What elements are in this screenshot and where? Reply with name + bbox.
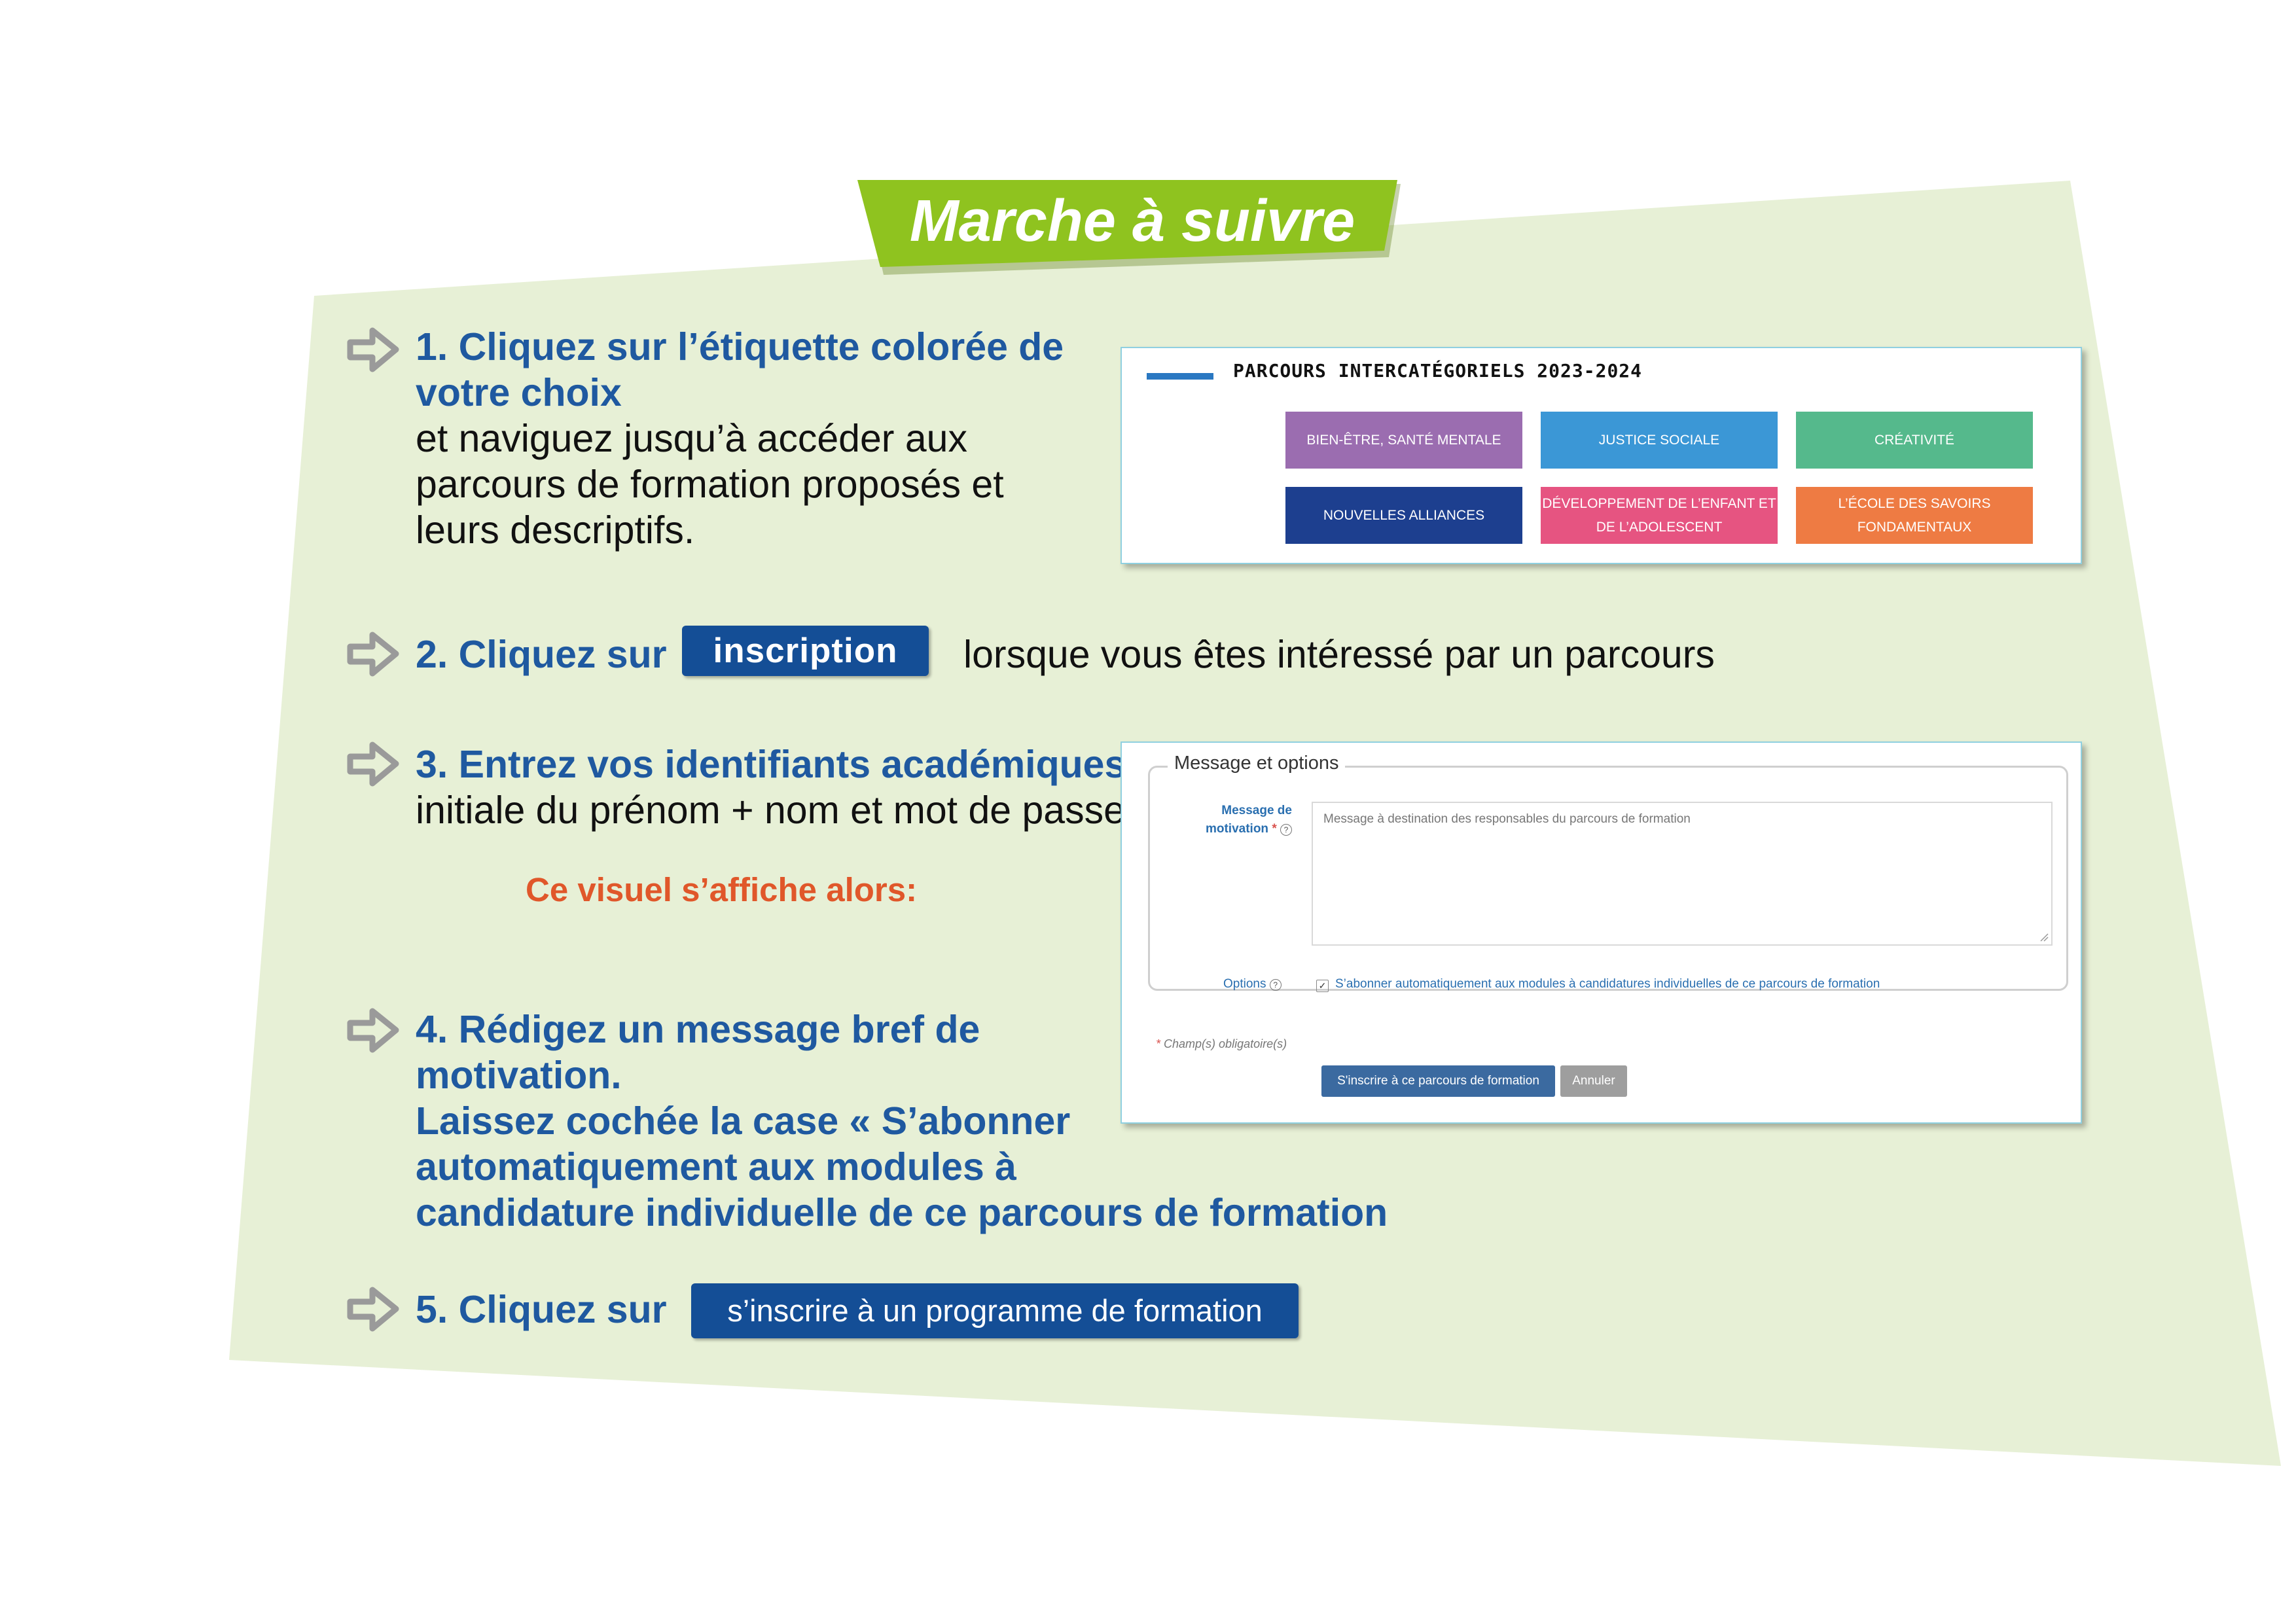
required-mark: * bbox=[1272, 822, 1277, 836]
step-3-body: initiale du prénom + nom et mot de passe… bbox=[416, 789, 1136, 832]
step-1: 1. Cliquez sur l’étiquette colorée de vo… bbox=[416, 324, 1064, 553]
step-1-heading-line2: votre choix bbox=[416, 371, 622, 414]
message-form-screenshot: Message et options Message de motivation… bbox=[1121, 741, 2082, 1124]
arrow-right-icon bbox=[347, 327, 399, 372]
step-3: 3. Entrez vos identifiants académiques: … bbox=[416, 741, 1139, 833]
textarea-placeholder: Message à destination des responsables d… bbox=[1323, 812, 1691, 826]
step-1-body-line2: parcours de formation proposés et bbox=[416, 463, 1004, 506]
tag-justice-sociale[interactable]: JUSTICE SOCIALE bbox=[1541, 412, 1778, 469]
motivation-textarea[interactable]: Message à destination des responsables d… bbox=[1312, 802, 2053, 946]
step-4-line2: motivation. bbox=[416, 1054, 622, 1097]
tag-nouvelles-alliances[interactable]: NOUVELLES ALLIANCES bbox=[1285, 487, 1522, 544]
resize-grip-icon[interactable] bbox=[2038, 931, 2049, 942]
fieldset-legend: Message et options bbox=[1168, 753, 1346, 774]
step-4-line5: candidature individuelle de ce parcours … bbox=[416, 1191, 1388, 1234]
message-fieldset bbox=[1148, 766, 2068, 991]
tag-developpement-enfant[interactable]: DÉVELOPPEMENT DE L’ENFANT ET DE L’ADOLES… bbox=[1541, 487, 1778, 544]
step-1-body-line1: et naviguez jusqu’à accéder aux bbox=[416, 417, 967, 460]
cancel-button[interactable]: Annuler bbox=[1560, 1065, 1627, 1097]
subscribe-checkbox[interactable]: ✓ bbox=[1316, 980, 1329, 992]
required-note: * Champ(s) obligatoire(s) bbox=[1156, 1037, 1287, 1050]
help-icon[interactable]: ? bbox=[1269, 979, 1282, 991]
step-1-heading-line1: 1. Cliquez sur l’étiquette colorée de bbox=[416, 325, 1064, 368]
parcours-title: PARCOURS INTERCATÉGORIELS 2023-2024 bbox=[1233, 360, 1643, 382]
tag-creativite[interactable]: CRÉATIVITÉ bbox=[1796, 412, 2033, 469]
tag-bien-etre[interactable]: BIEN-ÊTRE, SANTÉ MENTALE bbox=[1285, 412, 1522, 469]
tag-ecole-savoirs[interactable]: L’ÉCOLE DES SAVOIRS FONDAMENTAUX bbox=[1796, 487, 2033, 544]
step-5-heading: 5. Cliquez sur bbox=[416, 1288, 667, 1331]
page-title: Marche à suivre bbox=[909, 188, 1355, 254]
title-banner bbox=[857, 180, 1401, 275]
step-2-heading: 2. Cliquez sur bbox=[416, 633, 667, 676]
options-label: Options ? bbox=[1223, 977, 1282, 991]
step-4-line3: Laissez cochée la case « S’abonner bbox=[416, 1099, 1071, 1143]
title-accent-bar bbox=[1147, 373, 1213, 380]
parcours-screenshot: PARCOURS INTERCATÉGORIELS 2023-2024 BIEN… bbox=[1121, 347, 2082, 564]
inscription-button[interactable]: inscription bbox=[682, 626, 929, 676]
arrow-right-icon bbox=[347, 1008, 399, 1053]
submit-button[interactable]: S'inscrire à ce parcours de formation bbox=[1321, 1065, 1555, 1097]
step-4-line1: 4. Rédigez un message bref de bbox=[416, 1008, 980, 1051]
visual-note: Ce visuel s’affiche alors: bbox=[526, 871, 918, 908]
subscribe-checkbox-label[interactable]: S’abonner automatiquement aux modules à … bbox=[1335, 977, 1880, 991]
help-icon[interactable]: ? bbox=[1280, 824, 1292, 836]
step-4-line4: automatiquement aux modules à bbox=[416, 1145, 1016, 1188]
register-program-button[interactable]: s’inscrire à un programme de formation bbox=[691, 1283, 1299, 1338]
step-3-heading: 3. Entrez vos identifiants académiques: bbox=[416, 743, 1139, 786]
step-2-tail: lorsque vous êtes intéressé par un parco… bbox=[963, 633, 1715, 676]
motivation-label: Message de motivation * ? bbox=[1205, 804, 1292, 836]
step-4: 4. Rédigez un message bref de motivation… bbox=[416, 1007, 1388, 1236]
arrow-right-icon bbox=[347, 1287, 399, 1332]
arrow-right-icon bbox=[347, 632, 399, 677]
step-1-body-line3: leurs descriptifs. bbox=[416, 508, 695, 552]
arrow-right-icon bbox=[347, 741, 399, 787]
